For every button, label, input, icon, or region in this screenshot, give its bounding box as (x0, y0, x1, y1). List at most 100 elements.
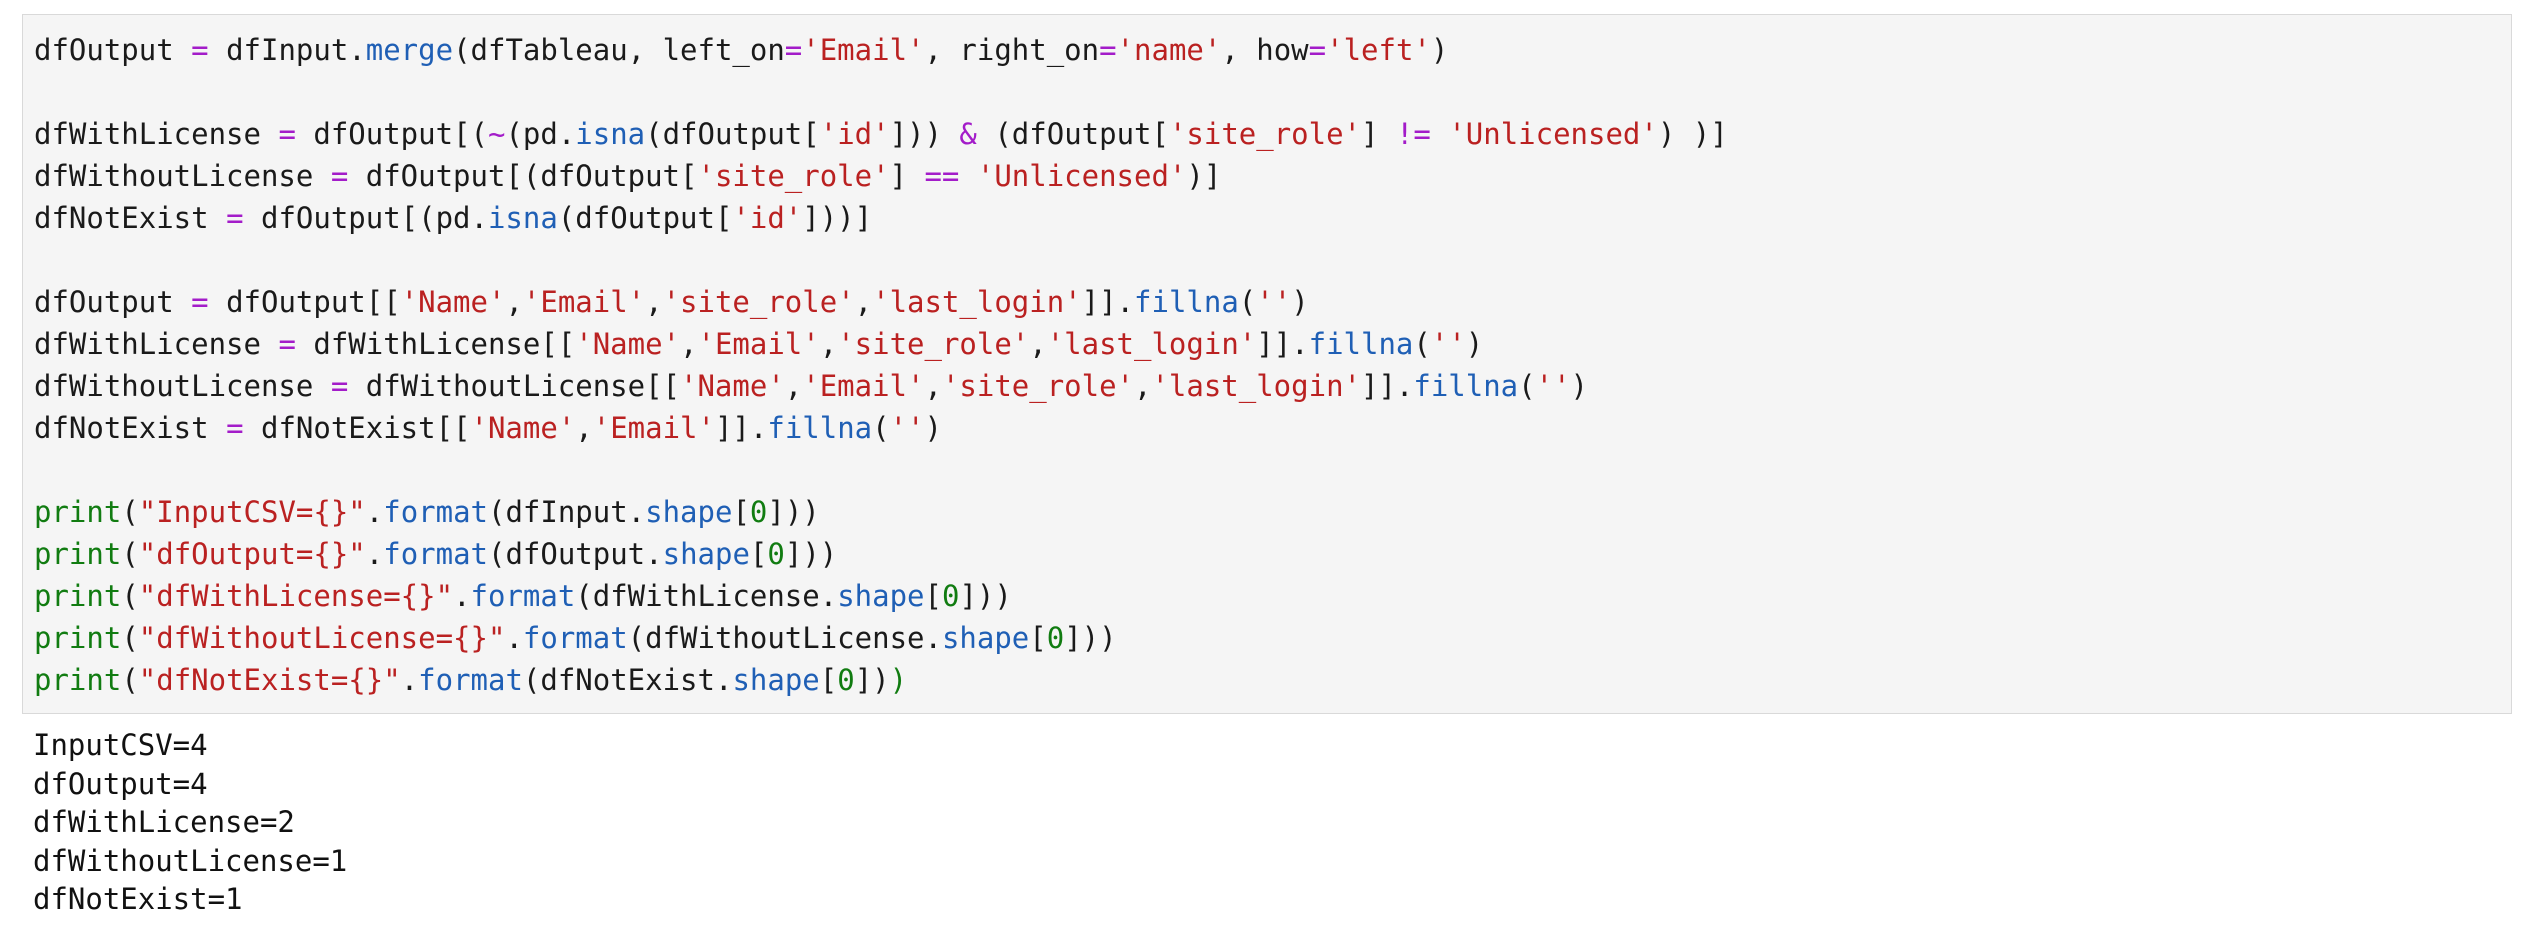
code-token: = (1308, 33, 1327, 67)
code-token: print (34, 537, 122, 571)
code-token: , (784, 369, 803, 403)
code-token: shape (645, 495, 733, 529)
code-token: 'site_role' (1168, 117, 1362, 151)
output-line: InputCSV=4 (33, 728, 208, 762)
code-token: dfNotExist (34, 201, 227, 235)
code-token: = (278, 117, 296, 151)
code-token: , how (1221, 33, 1309, 67)
code-token: fillna (1134, 285, 1239, 319)
code-token: , (575, 411, 593, 445)
code-line: dfNotExist = dfOutput[(pd.isna(dfOutput[… (34, 197, 1728, 239)
code-token: print (34, 663, 122, 697)
code-token: isna (575, 117, 646, 151)
code-token: 0 (837, 663, 855, 697)
code-token: 'Unlicensed' (976, 159, 1187, 193)
code-line: dfWithoutLicense = dfOutput[(dfOutput['s… (34, 155, 1728, 197)
code-token: ) (1570, 369, 1588, 403)
code-token: 'last_login' (872, 285, 1082, 319)
code-line: dfWithoutLicense = dfWithoutLicense[['Na… (34, 365, 1728, 407)
code-token: 'site_role' (697, 159, 890, 193)
code-token: format (418, 663, 523, 697)
code-token: dfWithLicense[[ (295, 327, 576, 361)
code-token: . (365, 495, 384, 529)
code-token: 'last_login' (1151, 369, 1361, 403)
code-token: dfInput. (208, 33, 366, 67)
code-token: dfWithoutLicense[[ (348, 369, 681, 403)
code-token: 'site_role' (662, 285, 855, 319)
code-token: 'site_role' (837, 327, 1030, 361)
code-token: (pd. (505, 117, 576, 151)
code-token: (dfOutput. (488, 537, 663, 571)
code-token: ) (924, 411, 942, 445)
code-token: ) (1430, 33, 1449, 67)
code-editor[interactable]: dfOutput = dfInput.merge(dfTableau, left… (34, 29, 1728, 701)
code-token: ~ (487, 117, 506, 151)
code-token: "dfOutput={}" (138, 537, 366, 571)
code-token: = (330, 369, 349, 403)
output-line: dfWithoutLicense=1 (33, 843, 348, 878)
code-token: ) (1465, 327, 1484, 361)
code-token: "InputCSV={}" (138, 495, 366, 529)
code-token: ] (1361, 117, 1396, 151)
code-token: format (470, 579, 576, 613)
code-token: '' (1535, 369, 1571, 403)
output-line: dfWithLicense=2 (33, 805, 295, 839)
code-token: 'Name' (680, 369, 785, 403)
code-token: 0 (1046, 621, 1065, 655)
code-cell[interactable]: dfOutput = dfInput.merge(dfTableau, left… (22, 14, 2512, 714)
code-token: ) )] (1657, 117, 1728, 151)
code-line: print("dfWithoutLicense={}".format(dfWit… (34, 617, 1728, 659)
code-token: = (278, 327, 296, 361)
code-token: dfOutput (34, 285, 192, 319)
code-token: dfOutput[[ (208, 285, 401, 319)
code-token: (dfOutput[ (557, 201, 733, 235)
code-token: print (34, 579, 122, 613)
code-token: . (365, 537, 384, 571)
code-token: ( (121, 537, 139, 571)
code-token: , (819, 327, 838, 361)
code-token: (dfOutput[ (976, 117, 1169, 151)
code-token: 0 (941, 579, 960, 613)
code-token: 'Email' (592, 411, 715, 445)
code-token: != (1395, 117, 1431, 151)
code-line: dfWithLicense = dfOutput[(~(pd.isna(dfOu… (34, 113, 1728, 155)
code-token: = (784, 33, 803, 67)
code-token: [ (732, 495, 750, 529)
code-token: (dfInput. (488, 495, 646, 529)
code-token: , (854, 285, 873, 319)
code-token: "dfNotExist={}" (138, 663, 401, 697)
code-token: ])) (959, 579, 1012, 613)
code-token: & (959, 117, 977, 151)
code-token: 'Name' (400, 285, 506, 319)
code-line: dfNotExist = dfNotExist[['Name','Email']… (34, 407, 1728, 449)
code-token: [ (1029, 621, 1047, 655)
code-token: 'Email' (802, 369, 925, 403)
code-token: . (453, 579, 471, 613)
code-token: dfWithoutLicense (34, 159, 331, 193)
code-token: (dfWithoutLicense. (627, 621, 942, 655)
code-token: . (400, 663, 419, 697)
code-token: fillna (1308, 327, 1414, 361)
output-line: dfNotExist=1 (33, 882, 243, 916)
code-token: 'site_role' (941, 369, 1134, 403)
code-token: print (34, 621, 122, 655)
code-token: ] (889, 159, 925, 193)
code-token: fillna (767, 411, 873, 445)
code-token: . (505, 621, 523, 655)
code-token: , (680, 327, 698, 361)
code-token: shape (837, 579, 925, 613)
code-token: , (1134, 369, 1152, 403)
code-token: ) (889, 663, 908, 697)
code-token: ( (121, 579, 139, 613)
code-token: = (226, 411, 244, 445)
code-token: [ (819, 663, 838, 697)
code-token: dfOutput (34, 33, 192, 67)
code-token: ]]. (714, 411, 768, 445)
code-token: , (645, 285, 663, 319)
code-token: format (383, 495, 488, 529)
code-token: ( (121, 621, 139, 655)
code-line: dfOutput = dfOutput[['Name','Email','sit… (34, 281, 1728, 323)
code-token: dfNotExist[[ (243, 411, 471, 445)
